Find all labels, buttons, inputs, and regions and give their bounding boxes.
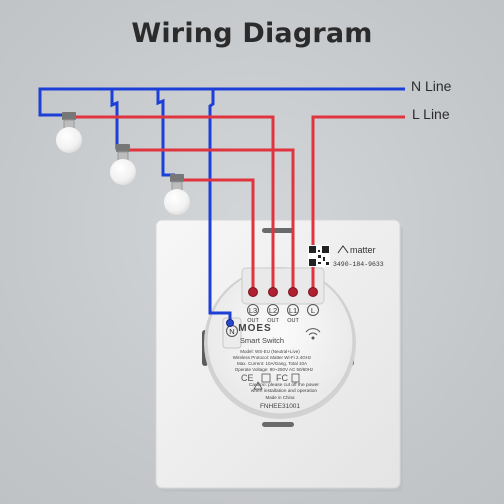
neutral-wires (38, 87, 405, 322)
made-in-label: Made in China (265, 395, 295, 400)
caution-icon (253, 381, 263, 390)
terminal-label-l: L (311, 306, 315, 315)
svg-text:FC: FC (276, 373, 288, 383)
rohs-mark-icon (261, 373, 271, 383)
terminal-label-n: N (229, 327, 234, 336)
terminal-sub-l1: OUT (287, 318, 299, 324)
matter-logo-icon (337, 245, 349, 254)
lightbulb-icon (56, 112, 82, 153)
terminal-screws (248, 287, 318, 297)
diagram-title: Wiring Diagram (131, 18, 373, 49)
n-line-label: N Line (411, 78, 452, 94)
caution-line-2: when installation and operation (251, 388, 317, 394)
l-line-label: L Line (412, 106, 450, 122)
wifi-icon (305, 328, 321, 340)
brand-logo: MOES (238, 323, 271, 334)
matter-label: matter (350, 245, 376, 255)
spec-line-3: Max. Current: 10A/Gang, Total 10A (237, 361, 307, 366)
lightbulb-icon (110, 144, 136, 185)
weee-bin-icon (291, 373, 300, 383)
mounting-slot-top (262, 228, 294, 233)
qr-code-icon (308, 245, 330, 267)
terminal-label-l2: L2 (269, 306, 277, 315)
caution-line-1: Caution: please cut off the power (249, 382, 319, 388)
terminal-sub-l2: OUT (267, 318, 279, 324)
serial-number: FNHEE31001 (260, 403, 300, 410)
terminal-label-l1: L1 (289, 306, 297, 315)
spec-line-1: Model: WS-EU (Neutral+Live) (240, 349, 300, 354)
spec-line-4: Operate Voltage: 90~250V AC 50/60Hz (235, 367, 314, 372)
terminal-label-l3: L3 (249, 306, 257, 315)
switch-module (204, 267, 356, 419)
mounting-slot-bottom (262, 422, 294, 427)
svg-text:CE: CE (241, 373, 254, 383)
terminal-sub-l3: OUT (247, 318, 259, 324)
product-name: Smart Switch (240, 336, 284, 345)
lightbulb-icon (164, 174, 190, 215)
spec-line-2: Wireless Protocol: Matter Wi-Fi 2.4GHz (233, 355, 312, 360)
fcc-mark-icon: FC (276, 373, 288, 383)
ce-mark-icon: CE (241, 373, 254, 383)
setup-code: 3490-184-9633 (333, 261, 384, 268)
